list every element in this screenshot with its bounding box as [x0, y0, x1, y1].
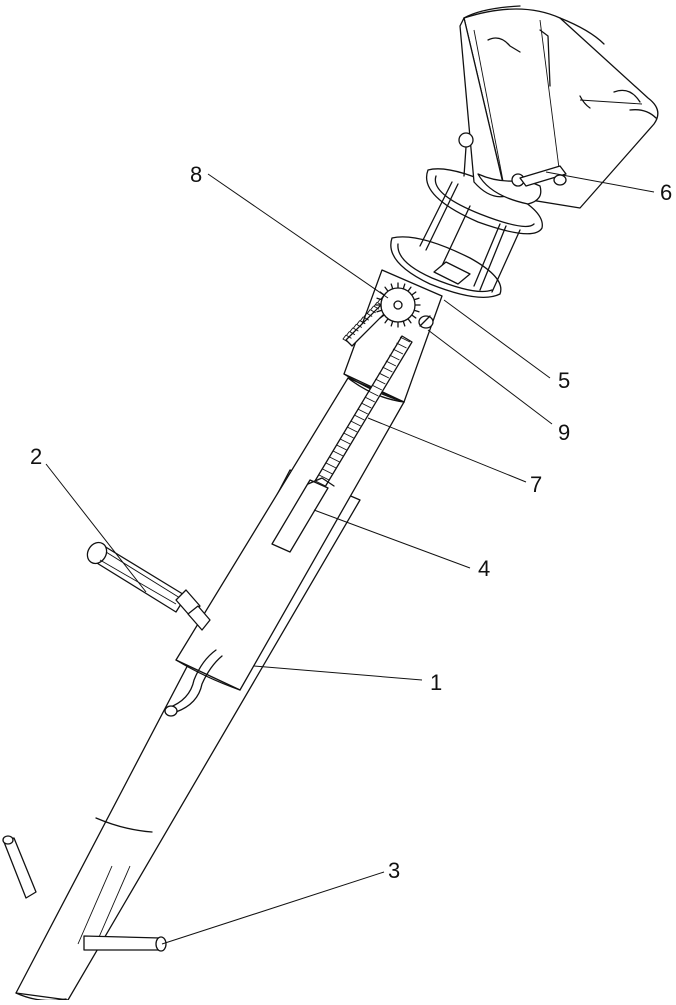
rack-tooth — [352, 323, 359, 332]
rack-tooth — [349, 327, 356, 336]
gear-tooth — [390, 320, 394, 327]
leader-9 — [427, 329, 553, 425]
gear-tooth — [376, 309, 383, 313]
gear-tooth — [413, 309, 420, 313]
gear-tooth — [402, 320, 406, 327]
leader-8 — [207, 173, 389, 299]
gear — [375, 282, 421, 328]
screw-thread — [346, 426, 358, 433]
gear-tooth — [411, 291, 417, 296]
label-7: 7 — [530, 472, 542, 497]
foot-pegs — [2, 835, 167, 952]
label-2: 2 — [30, 444, 42, 469]
screw-thread — [368, 390, 379, 397]
label-5: 5 — [558, 368, 570, 393]
leader-7 — [367, 417, 527, 483]
slot-block — [271, 477, 335, 553]
screw-thread — [375, 378, 386, 385]
screw-thread — [371, 384, 383, 391]
gear-tooth — [407, 286, 412, 292]
gear-tooth — [379, 314, 385, 319]
screw-thread — [336, 444, 347, 451]
screw-thread — [382, 366, 393, 373]
gear-tooth — [384, 318, 389, 324]
gear-tooth — [407, 318, 412, 324]
gear-tooth — [376, 297, 383, 301]
label-4: 4 — [478, 556, 490, 581]
gear-tooth — [390, 283, 394, 290]
screw-thread — [354, 414, 365, 421]
rack-tooth — [363, 312, 369, 321]
handle — [86, 541, 211, 631]
screw-thread — [389, 354, 400, 361]
leader-4 — [313, 509, 471, 569]
label-1: 1 — [430, 670, 442, 695]
leader-6 — [545, 171, 655, 193]
screw-thread — [392, 348, 404, 355]
leader-3 — [161, 871, 385, 945]
gear-tooth — [411, 314, 417, 319]
screw-thread — [315, 480, 326, 487]
rack-tooth — [356, 320, 363, 328]
screw-thread — [357, 408, 368, 415]
screw-thread — [364, 396, 376, 403]
gear-tooth — [413, 297, 420, 301]
rack-tooth — [373, 302, 380, 310]
leader-2 — [45, 463, 147, 593]
pin — [418, 315, 434, 329]
rack-tooth — [345, 331, 352, 339]
gear-tooth — [402, 283, 406, 290]
side-wire — [164, 649, 223, 717]
screw-thread — [385, 360, 397, 367]
label-8: 8 — [190, 162, 202, 187]
screw-thread — [318, 474, 330, 481]
rack-tooth — [359, 316, 366, 325]
rack-tooth — [369, 305, 376, 314]
upper-sleeve — [175, 269, 443, 691]
leader-5 — [443, 299, 551, 379]
label-3: 3 — [388, 858, 400, 883]
funnel — [458, 5, 659, 209]
screw-thread — [322, 468, 333, 475]
screw-thread — [329, 456, 340, 463]
screw-thread — [339, 438, 351, 445]
screw-thread — [350, 420, 361, 427]
screw-thread — [325, 462, 337, 469]
leader-1 — [253, 665, 423, 681]
screw-thread — [361, 402, 372, 409]
screw-thread — [332, 450, 344, 457]
screw-rod — [311, 335, 413, 493]
rack-tooth — [366, 309, 373, 317]
screw-thread — [396, 342, 407, 349]
gear-tooth — [384, 286, 389, 292]
leader-lines — [45, 171, 655, 945]
screw-thread — [399, 336, 411, 343]
label-9: 9 — [558, 420, 570, 445]
screw-thread — [343, 432, 354, 439]
rack-tooth — [342, 334, 349, 343]
screw-thread — [378, 372, 390, 379]
label-6: 6 — [660, 180, 672, 205]
labels: 1 2 3 4 5 6 7 8 9 — [30, 162, 672, 883]
cage-frame — [390, 168, 543, 298]
